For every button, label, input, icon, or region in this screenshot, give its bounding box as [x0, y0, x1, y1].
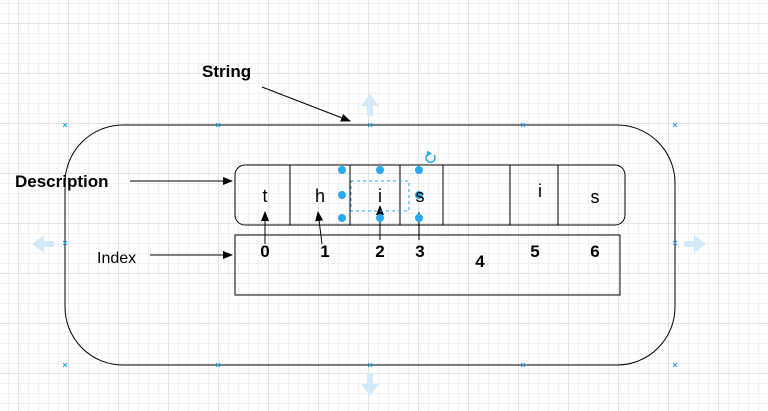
index-value-1[interactable]: 1 [320, 242, 330, 261]
selected-cell-outline[interactable] [350, 180, 410, 212]
index-value-6[interactable]: 6 [590, 242, 600, 261]
move-guide-arrows[interactable] [32, 94, 706, 396]
char-row[interactable] [234, 164, 626, 226]
selection-handle-nw[interactable] [338, 166, 346, 174]
char-cell-2[interactable]: i [378, 186, 382, 206]
description-label[interactable]: Description [15, 172, 109, 191]
char-cell-5[interactable]: i [538, 181, 542, 201]
selection-handle-s[interactable] [376, 214, 384, 222]
char-cell-0[interactable]: t [262, 186, 268, 206]
index-label[interactable]: Index [97, 250, 137, 267]
index-arrow-1[interactable] [315, 211, 324, 245]
index-value-3[interactable]: 3 [415, 242, 425, 261]
index-value-5[interactable]: 5 [530, 242, 540, 261]
index-value-2[interactable]: 2 [375, 242, 385, 261]
selection-handle-e[interactable] [415, 191, 423, 199]
index-value-4[interactable]: 4 [475, 252, 485, 271]
selection-handle-sw[interactable] [338, 214, 346, 222]
string-title[interactable]: String [202, 62, 252, 81]
char-cell-6[interactable]: s [590, 187, 600, 207]
title-pointer[interactable] [261, 86, 351, 122]
selection-handles [338, 166, 423, 222]
move-left-arrow-icon[interactable] [32, 235, 54, 253]
index-row[interactable] [234, 234, 621, 296]
string-container[interactable] [64, 124, 676, 366]
char-cell-1[interactable]: h [314, 186, 326, 206]
container-selection-handles[interactable] [62, 122, 678, 368]
selection-handle-ne[interactable] [415, 166, 423, 174]
selection-handle-n[interactable] [376, 166, 384, 174]
char-cell-3[interactable]: s [415, 186, 425, 206]
char-dividers [289, 165, 559, 225]
move-right-arrow-icon[interactable] [684, 235, 706, 253]
selection-handle-se[interactable] [415, 214, 423, 222]
selection-handle-w[interactable] [338, 191, 346, 199]
rotate-icon[interactable] [425, 150, 436, 164]
index-value-0[interactable]: 0 [260, 242, 270, 261]
move-down-arrow-icon[interactable] [361, 374, 379, 396]
move-up-arrow-icon[interactable] [361, 94, 379, 116]
